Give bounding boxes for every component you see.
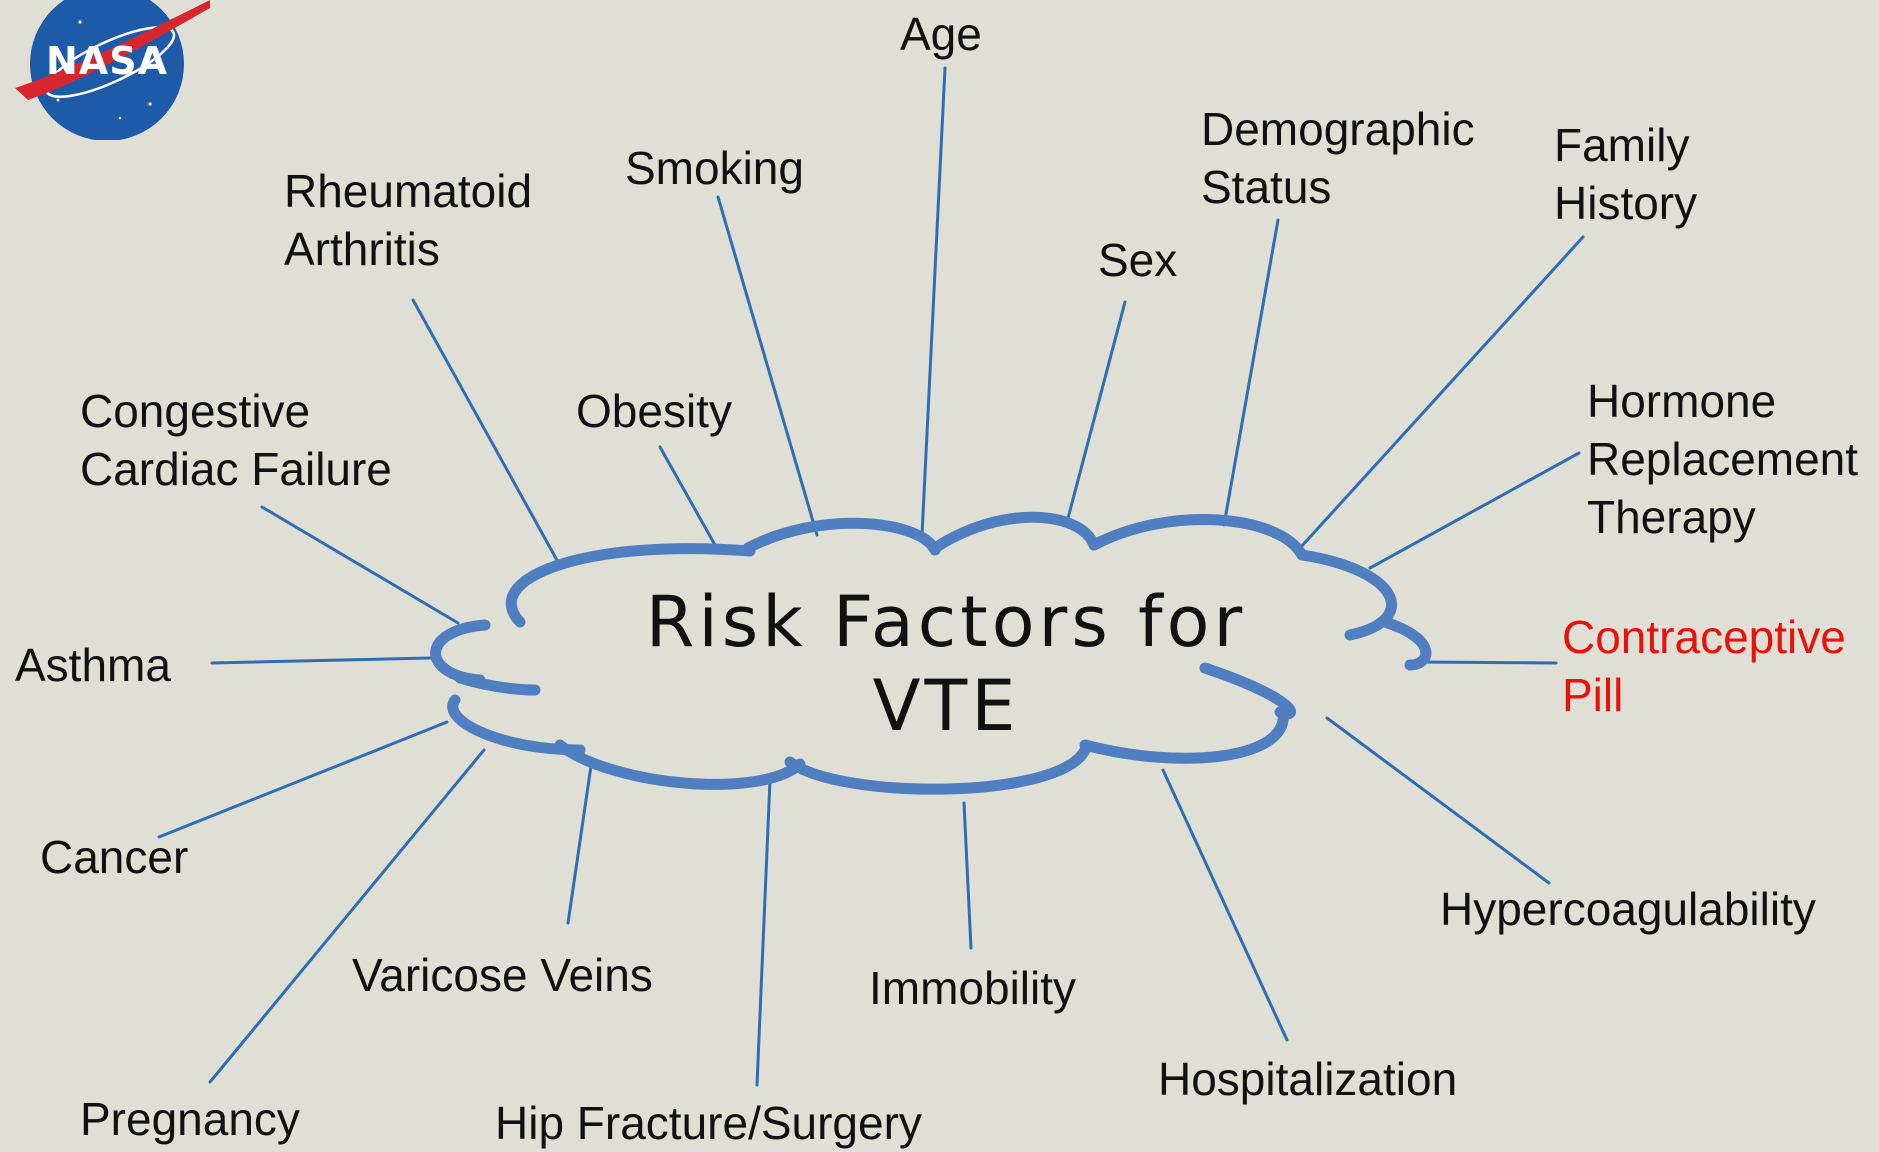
factor-hormone-replacement-therapy: Hormone Replacement Therapy (1587, 375, 1859, 543)
connector-asthma (210, 656, 432, 665)
connector-family-history (1298, 235, 1585, 550)
factor-rheumatoid-arthritis: Rheumatoid Arthritis (284, 165, 533, 275)
factor-family-history: Family History (1554, 119, 1698, 229)
connector-hormone-replacement-therapy (1368, 451, 1581, 570)
factor-sex: Sex (1098, 234, 1178, 286)
factor-hospitalization: Hospitalization (1158, 1053, 1458, 1105)
connector-hypercoagulability (1325, 716, 1551, 885)
nasa-logo-text: NASA (46, 39, 168, 83)
connector-immobility (962, 801, 973, 950)
factor-age: Age (900, 8, 982, 60)
factor-pregnancy: Pregnancy (80, 1093, 300, 1145)
factor-obesity: Obesity (576, 385, 732, 437)
connector-varicose-veins (566, 764, 593, 925)
connector-obesity (658, 445, 717, 547)
factor-hip-fracture-surgery: Hip Fracture/Surgery (495, 1097, 922, 1149)
connector-smoking (716, 195, 819, 537)
connector-contraceptive-pill (1415, 660, 1558, 665)
factor-demographic-status: Demographic Status (1201, 103, 1475, 213)
connector-sex (1065, 300, 1127, 524)
connector-age (920, 66, 947, 537)
connector-rheumatoid-arthritis (411, 298, 560, 564)
central-cloud (430, 511, 1432, 795)
nasa-logo: NASA (10, 0, 210, 141)
factor-asthma: Asthma (15, 639, 171, 691)
diagram-title: Risk Factors for VTE (645, 581, 1247, 747)
factor-smoking: Smoking (625, 142, 804, 194)
factor-cancer: Cancer (40, 831, 189, 883)
connector-pregnancy (208, 748, 486, 1084)
connector-hospitalization (1161, 768, 1289, 1042)
connector-demographic-status (1222, 218, 1280, 527)
factor-varicose-veins: Varicose Veins (352, 949, 653, 1001)
connector-hip-fracture-surgery (755, 778, 772, 1087)
nasa-logo-vector (15, 0, 210, 100)
connector-cancer (157, 720, 449, 839)
factor-contraceptive-pill: Contraceptive Pill (1562, 611, 1846, 721)
factor-immobility: Immobility (869, 962, 1077, 1014)
factor-congestive-cardiac-failure: Congestive Cardiac Failure (80, 385, 392, 495)
factor-hypercoagulability: Hypercoagulability (1440, 883, 1816, 935)
connector-congestive-cardiac-failure (260, 505, 460, 625)
